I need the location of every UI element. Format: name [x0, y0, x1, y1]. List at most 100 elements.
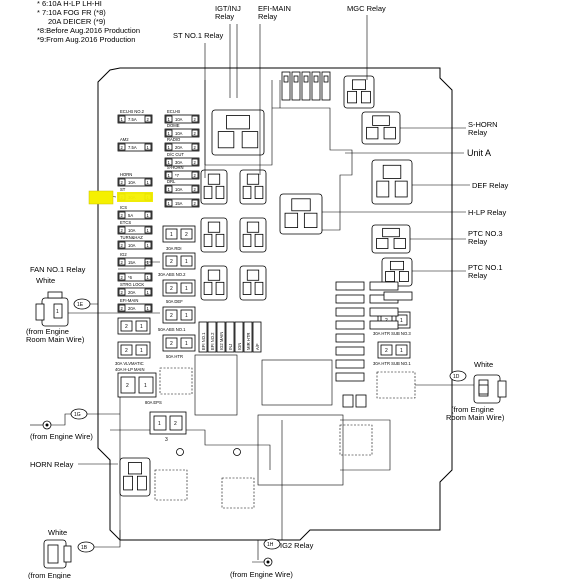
label-50a-def: 50A DEF [166, 299, 183, 304]
relay-s-horn-adj [239, 169, 267, 205]
relay-fan-no1 [200, 265, 228, 301]
pin: 2 [125, 324, 128, 330]
top-socket [281, 71, 291, 101]
spare-slot [335, 307, 365, 317]
callout-ptc-no1: PTC NO.1 [468, 263, 503, 272]
fuse-name: DOME [167, 123, 180, 128]
pin: 3 [165, 437, 168, 443]
label-30a-abs-no2: 30A ABS NO.2 [158, 272, 186, 277]
fuse-name: S-HORN [167, 165, 184, 170]
connector-1b-label: 1B [81, 545, 88, 551]
fuse-body [117, 142, 153, 152]
connector-1d-label: 1D [453, 374, 460, 380]
pin: 1 [144, 383, 147, 389]
vertical-fuse-label: IG2 MAIN [219, 332, 224, 350]
pin: 1 [56, 309, 59, 315]
spare-slot [335, 281, 365, 291]
vertical-fuse [225, 321, 235, 353]
fuse-pin-left: 1 [168, 187, 171, 192]
label-30a-htr-sub-no1: 30A HTR SUB NO.1 [373, 361, 411, 366]
relay-h-lp [279, 193, 323, 235]
fuse-rating: 10A [175, 187, 183, 192]
relay-horn [119, 457, 151, 497]
fuse-pin-left: 2 [121, 290, 124, 295]
pin: 1 [185, 341, 188, 347]
st-fuse-highlight-box [88, 190, 114, 205]
fuse-rating: 20A [128, 306, 136, 311]
pin: 1 [185, 313, 188, 319]
relay-rdi [200, 217, 228, 253]
spare-slot [335, 359, 365, 369]
callout-ptc-no1-relay: Relay [468, 271, 487, 280]
label-40a-h-lp-main: 40A H-LP MAIN [115, 367, 144, 372]
vertical-fuse [243, 321, 253, 353]
label-from-engine-bottom: (from Engine [28, 571, 71, 579]
fuse-name: AM2 [120, 137, 129, 142]
vertical-fuse-label: IGN [237, 343, 242, 350]
label-from-engine-wire-1h: (from Engine Wire) [230, 570, 293, 579]
spare-slot [335, 294, 365, 304]
fuse-name: ICS [120, 205, 127, 210]
callout-fan-no1-relay: FAN NO.1 Relay [30, 265, 86, 274]
fuse-pin-right: 1 [147, 243, 150, 248]
connector-1g-tag [70, 408, 88, 420]
socket-1h [221, 477, 255, 509]
fuse-pin-right: 1 [147, 145, 150, 150]
fuse-body [117, 287, 153, 297]
note-8: *8:Before Aug.2016 Production [37, 26, 140, 35]
fuse-pin-right: 1 [147, 260, 150, 265]
stud [176, 448, 184, 456]
label-30a-rdi: 30A RDI [166, 246, 182, 251]
connector-1e-label: 1E [77, 302, 84, 308]
fuse-rating: 5A [128, 213, 133, 218]
large-fuses: 1 2 30A RDI 2 1 30A ABS NO.2 2 1 50A DEF… [115, 225, 411, 443]
pin: 2 [170, 341, 173, 347]
pin: 1 [400, 318, 403, 324]
spare-slot [335, 372, 365, 382]
callout-mgc-relay: MGC Relay [347, 4, 386, 13]
fuse-body [164, 114, 200, 124]
fuse-pin-left: 2 [121, 275, 124, 280]
fuse-body [164, 198, 200, 208]
connector-1g-group: 1G (from Engine Wire) [30, 408, 120, 441]
vertical-fuse-label: EFI NO.1 [201, 332, 206, 350]
fuse-body [117, 303, 153, 313]
fuse-body [117, 177, 153, 187]
fuse-body [164, 128, 200, 138]
pin: 1 [170, 232, 173, 238]
pin: 1 [400, 348, 403, 354]
fuse-rating: 20A [175, 145, 183, 150]
spare-slot [335, 320, 365, 330]
relays-group [119, 71, 413, 497]
fuse-name: ST [120, 187, 126, 192]
callout-h-lp-relay: H-LP Relay [468, 208, 506, 217]
relay-abs [239, 217, 267, 253]
pin: 1 [185, 259, 188, 265]
relay-igt-inj-efi-main [211, 109, 265, 156]
fuse-rating: 15A [128, 260, 136, 265]
fuse-rating: 7.5A [128, 145, 137, 150]
connector-1d-group: White (from Engine Room Main Wire) 1D [415, 360, 507, 422]
vertical-fuse [252, 321, 262, 353]
stud [233, 448, 241, 456]
relay-def-fuse [239, 265, 267, 301]
label-50a-abs-no1: 50A ABS NO.1 [158, 327, 186, 332]
connector-1b-group: White 1B (from Engine [28, 528, 121, 579]
fuse-rating: 10A [128, 180, 136, 185]
top-socket [321, 71, 331, 101]
label-from-engine-wire-1g: (from Engine Wire) [30, 432, 93, 441]
callout-s-horn-relay: Relay [468, 128, 487, 137]
label-30a-htr-sub-no3: 30A HTR SUB NO.3 [373, 331, 411, 336]
fuse-rating: 10A [128, 243, 136, 248]
callouts: IGT/INJ Relay EFI-MAIN Relay MGC Relay S… [30, 4, 509, 550]
